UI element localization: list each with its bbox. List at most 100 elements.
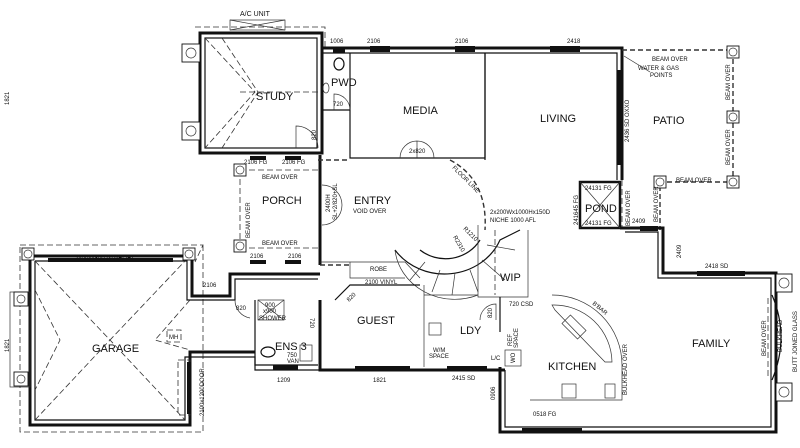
room-label-entry: ENTRY xyxy=(354,195,392,207)
dim-label: 2106 xyxy=(288,254,302,260)
bulkhead-over-label: BULKHEAD OVER xyxy=(623,343,629,395)
room-label-wip: WIP xyxy=(500,272,521,284)
beam-over-label: BEAM OVER xyxy=(676,178,712,184)
dim-label: 2409 xyxy=(632,219,646,225)
wm-space-label: SPACE xyxy=(429,354,449,360)
room-label-kitchen: KITCHEN xyxy=(548,361,596,373)
water-gas-label: WATER & GAS xyxy=(638,66,679,72)
double-door-icon xyxy=(399,140,435,159)
manhole-label: MH xyxy=(169,335,178,341)
dim-label: 0906 xyxy=(491,386,497,400)
dim-label: 820 xyxy=(488,307,494,318)
vinyl-label: 2100 VINYL xyxy=(365,280,398,286)
ac-unit-label: A/C UNIT xyxy=(240,11,271,18)
dim-label: 1209 xyxy=(277,378,291,384)
dim-label: 2x820 xyxy=(409,149,426,155)
beam-over-label: BEAM OVER xyxy=(626,190,632,226)
room-label-family: FAMILY xyxy=(692,338,731,350)
cooktop-icon xyxy=(561,383,577,399)
dim-label: 2106 xyxy=(367,39,381,45)
dim-label: 2415 SD xyxy=(452,376,476,382)
pond xyxy=(578,180,623,230)
dim-label: 241645 FG xyxy=(574,195,580,225)
column-icon xyxy=(181,43,201,63)
dim-label: 1821 xyxy=(5,91,11,105)
beam-over-label: BEAM OVER xyxy=(262,241,298,247)
room-label-porch: PORCH xyxy=(262,195,302,207)
dim-label: 820 xyxy=(346,292,358,304)
room-label-study: STUDY xyxy=(256,91,294,103)
butt-joined-glass-label: BUTT JOINED GLASS xyxy=(793,311,799,372)
beam-over-label: BEAM OVER xyxy=(654,186,660,222)
room-label-ldy: LDY xyxy=(460,325,482,337)
basin-icon xyxy=(322,82,330,94)
dim-label: 2436 SD OXXO xyxy=(625,99,631,142)
room-labels: STUDY PWD MEDIA LIVING PATIO POND ENTRY … xyxy=(92,77,731,373)
entry-door-label: 2400H xyxy=(326,194,332,212)
toilet-icon xyxy=(333,57,345,71)
dim-label: 2418 SD xyxy=(705,264,729,270)
niche-size-label: 2x200Wx1000Hx150D xyxy=(490,210,551,216)
dim-label: 1821 xyxy=(373,378,387,384)
dim-label: 2106 xyxy=(455,39,469,45)
csd-label: 720 CSD xyxy=(509,302,534,308)
dimensions: 1006 2106 2106 2418 720 820 2x820 2106 F… xyxy=(5,39,729,418)
family-kitchen-walls xyxy=(498,226,793,434)
toilet-icon xyxy=(260,346,276,358)
dim-label: 820 xyxy=(312,129,318,140)
bbar-label: B'BAR xyxy=(591,301,609,317)
sink-icon xyxy=(561,314,587,340)
column-icon xyxy=(181,121,201,141)
shower-x900-label: x900 xyxy=(263,309,277,315)
ac-unit-box xyxy=(229,19,286,31)
dim-label: 1821 xyxy=(5,338,11,352)
column-icon xyxy=(775,382,793,402)
dim-label: 1006 xyxy=(330,39,344,45)
room-label-media: MEDIA xyxy=(403,105,439,117)
room-label-living: LIVING xyxy=(540,113,576,125)
upper-walls xyxy=(322,46,624,180)
column-icon xyxy=(775,273,793,293)
entry-void-over: VOID OVER xyxy=(353,209,387,215)
floor-line-label: FLOOR LINE xyxy=(451,165,480,194)
room-label-garage: GARAGE xyxy=(92,343,139,355)
dim-label: 24131 FG xyxy=(585,221,612,227)
van-750-label: 750 xyxy=(287,353,298,359)
dim-label: 820 xyxy=(236,306,247,312)
room-label-ens3: ENS 3 xyxy=(275,341,307,353)
study-room xyxy=(181,19,326,155)
breakfast-bar xyxy=(551,304,613,363)
beam-over-label: BEAM OVER xyxy=(762,320,768,356)
patio-area xyxy=(622,45,740,230)
dim-label: 24131 FG xyxy=(585,186,612,192)
beam-over-label: BEAM OVER xyxy=(246,202,252,238)
shower-icon xyxy=(257,299,285,321)
room-label-pond: POND xyxy=(585,203,617,215)
radius-r2310: R2310 xyxy=(451,235,465,254)
room-label-patio: PATIO xyxy=(653,115,685,127)
floor-line xyxy=(449,159,486,231)
van-label: VAN xyxy=(287,359,299,365)
garage-door-label: 2100x1200DOOR xyxy=(200,368,206,416)
dim-label: 2418 xyxy=(567,39,581,45)
dim-label: 2106 xyxy=(203,283,217,289)
manhole-icon xyxy=(166,329,182,343)
beam-over-label: BEAM OVER xyxy=(262,175,298,181)
dim-label: 2106 FG xyxy=(282,160,306,166)
shower-900-label: 900 xyxy=(265,303,276,309)
beam-over-label: BEAM OVER xyxy=(726,64,732,100)
radius-r1210: R1210 xyxy=(462,226,479,243)
panelift-label: 2400x4800 PANELIFT xyxy=(75,256,135,262)
dim-label: 2106 FG xyxy=(244,160,268,166)
wm-label: W/M xyxy=(433,348,445,354)
beam-over-label: BEAM OVER xyxy=(652,57,688,63)
niche-afl-label: NICHE 1000 AFL xyxy=(490,218,537,224)
door-swing-icon xyxy=(295,125,319,149)
room-label-pwd: PWD xyxy=(331,77,357,89)
lc-label: L/C xyxy=(491,356,501,362)
ref-space-label: SPACE xyxy=(514,328,520,348)
laundry-trough-icon xyxy=(428,322,442,336)
bulkhead-label: BULKHEAD xyxy=(778,319,784,352)
ref-label: REF xyxy=(508,334,514,346)
